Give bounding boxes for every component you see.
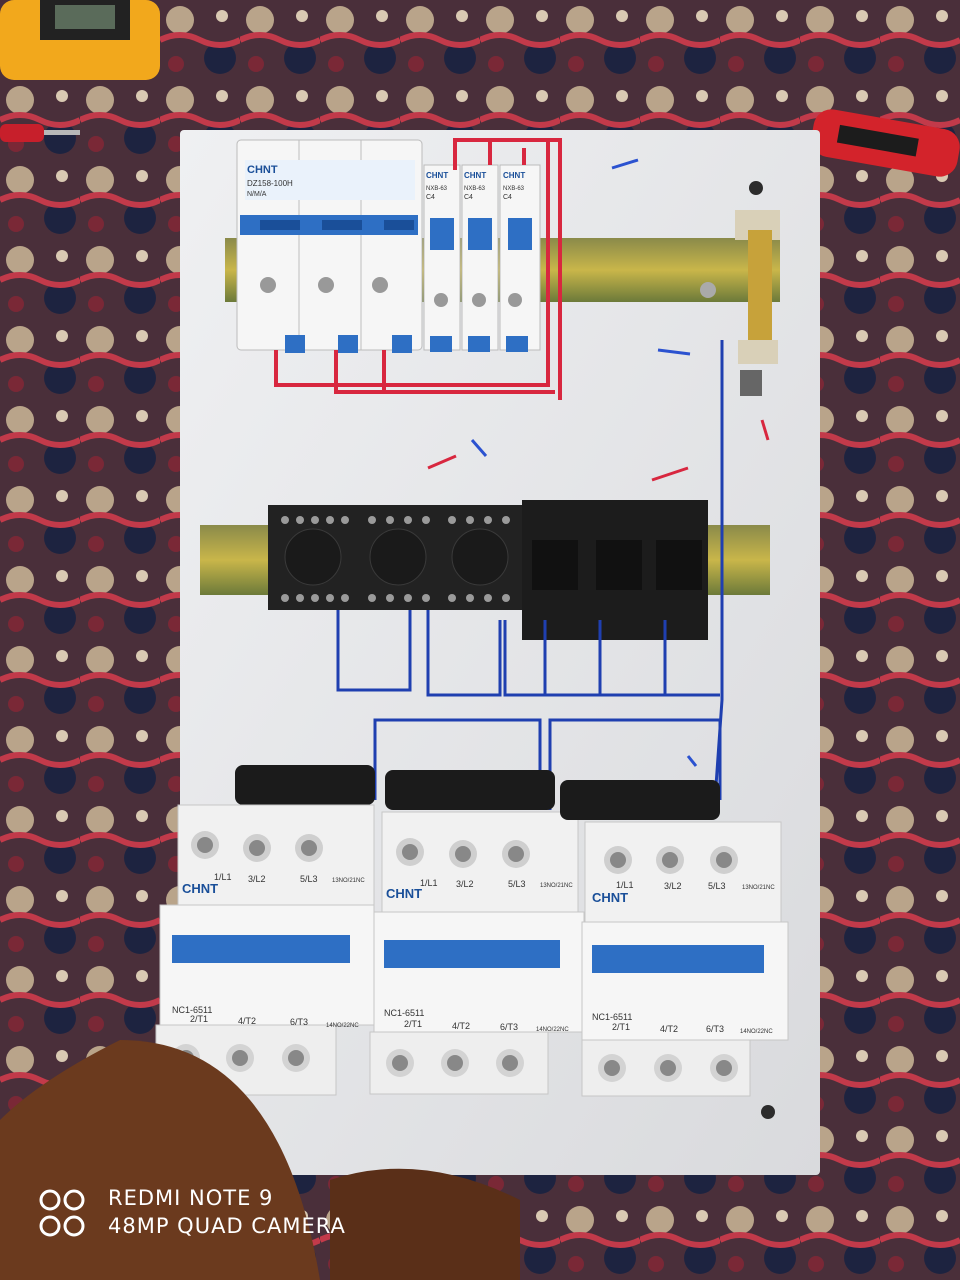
contactor-3-model: NC1-6511 bbox=[592, 1012, 632, 1022]
main-breaker-rating: N/M/A bbox=[247, 191, 267, 198]
small-breaker-1-rating: C4 bbox=[426, 194, 435, 201]
main-circuit-breaker bbox=[236, 139, 423, 353]
contactor-2-terminal-l1: 1/L1 bbox=[420, 878, 438, 888]
contactor-1-brand: CHNT bbox=[182, 881, 218, 896]
contactor-1-terminal-aux-top: 13NO/21NC bbox=[332, 878, 365, 884]
small-breaker-2 bbox=[461, 164, 499, 352]
contactor-1-terminal-t1: 2/T1 bbox=[190, 1014, 208, 1024]
small-breaker-3-model: NXB-63 bbox=[503, 186, 525, 192]
contactor-2-model: NC1-6511 bbox=[384, 1008, 424, 1018]
contactor-2-terminal-aux-top: 13NO/21NC bbox=[540, 883, 573, 889]
contactor-2 bbox=[369, 770, 585, 1095]
relay-socket-square-2 bbox=[588, 500, 650, 640]
contactor-1-terminal-l3: 5/L3 bbox=[300, 874, 318, 884]
blue-wiring bbox=[336, 340, 724, 810]
ground-terminal-bar bbox=[735, 210, 780, 396]
contactor-1-terminal-t3: 6/T3 bbox=[290, 1017, 308, 1027]
small-breaker-3-brand: CHNT bbox=[503, 171, 525, 180]
contactor-2-terminal-t2: 4/T2 bbox=[452, 1021, 470, 1031]
contactor-2-terminal-aux-bottom: 14NO/22NC bbox=[536, 1027, 569, 1033]
small-breaker-1 bbox=[423, 164, 461, 352]
contactor-1-terminal-aux-bottom: 14NO/22NC bbox=[326, 1023, 359, 1029]
contactor-3-terminal-l1: 1/L1 bbox=[616, 880, 634, 890]
red-wiring bbox=[274, 138, 562, 400]
watermark-line-1: REDMI NOTE 9 bbox=[108, 1186, 274, 1210]
relay-socket-square-3 bbox=[650, 500, 708, 640]
contactor-2-terminal-t3: 6/T3 bbox=[500, 1022, 518, 1032]
small-breaker-3 bbox=[499, 164, 541, 352]
relay-screw-terminals bbox=[281, 516, 510, 602]
contactor-3-terminal-l2: 3/L2 bbox=[664, 881, 682, 891]
small-breaker-1-brand: CHNT bbox=[426, 171, 448, 180]
small-breaker-1-model: NXB-63 bbox=[426, 186, 448, 192]
mounting-hole bbox=[761, 1105, 775, 1119]
contactor-1 bbox=[155, 765, 375, 1096]
small-breaker-2-rating: C4 bbox=[464, 194, 473, 201]
small-breaker-3-rating: C4 bbox=[503, 194, 512, 201]
contactor-3-terminal-t3: 6/T3 bbox=[706, 1024, 724, 1034]
camera-logo-icon bbox=[39, 1189, 85, 1237]
contactor-3 bbox=[560, 780, 789, 1097]
screwdriver-right bbox=[811, 109, 960, 177]
main-breaker-brand: CHNT bbox=[247, 164, 278, 176]
contactor-2-terminal-l3: 5/L3 bbox=[508, 879, 526, 889]
brown-cloth-shadow bbox=[330, 1168, 520, 1280]
contactor-2-terminal-l2: 3/L2 bbox=[456, 879, 474, 889]
contactor-1-terminal-t2: 4/T2 bbox=[238, 1016, 256, 1026]
contactor-1-model: NC1-6511 bbox=[172, 1005, 212, 1015]
multimeter bbox=[0, 0, 160, 80]
contactor-3-terminal-t2: 4/T2 bbox=[660, 1024, 678, 1034]
small-breaker-2-model: NXB-63 bbox=[464, 186, 486, 192]
wire-clippings bbox=[427, 158, 770, 767]
small-breaker-2-brand: CHNT bbox=[464, 171, 486, 180]
contactor-1-terminal-l1: 1/L1 bbox=[214, 872, 232, 882]
contactor-2-terminal-t1: 2/T1 bbox=[404, 1019, 422, 1029]
contactor-3-terminal-aux-top: 13NO/21NC bbox=[742, 885, 775, 891]
contactor-2-brand: CHNT bbox=[386, 886, 422, 901]
contactor-1-terminal-l2: 3/L2 bbox=[248, 874, 266, 884]
contactor-3-brand: CHNT bbox=[592, 890, 628, 905]
contactor-3-terminal-t1: 2/T1 bbox=[612, 1022, 630, 1032]
main-breaker-model: DZ158-100H bbox=[247, 179, 293, 188]
screwdriver-left bbox=[0, 124, 80, 142]
contactor-3-terminal-aux-bottom: 14NO/22NC bbox=[740, 1029, 773, 1035]
relay-socket-square-1 bbox=[522, 500, 588, 640]
contactor-3-terminal-l3: 5/L3 bbox=[708, 881, 726, 891]
watermark-line-2: 48MP QUAD CAMERA bbox=[108, 1214, 346, 1238]
mounting-hole bbox=[749, 181, 763, 195]
